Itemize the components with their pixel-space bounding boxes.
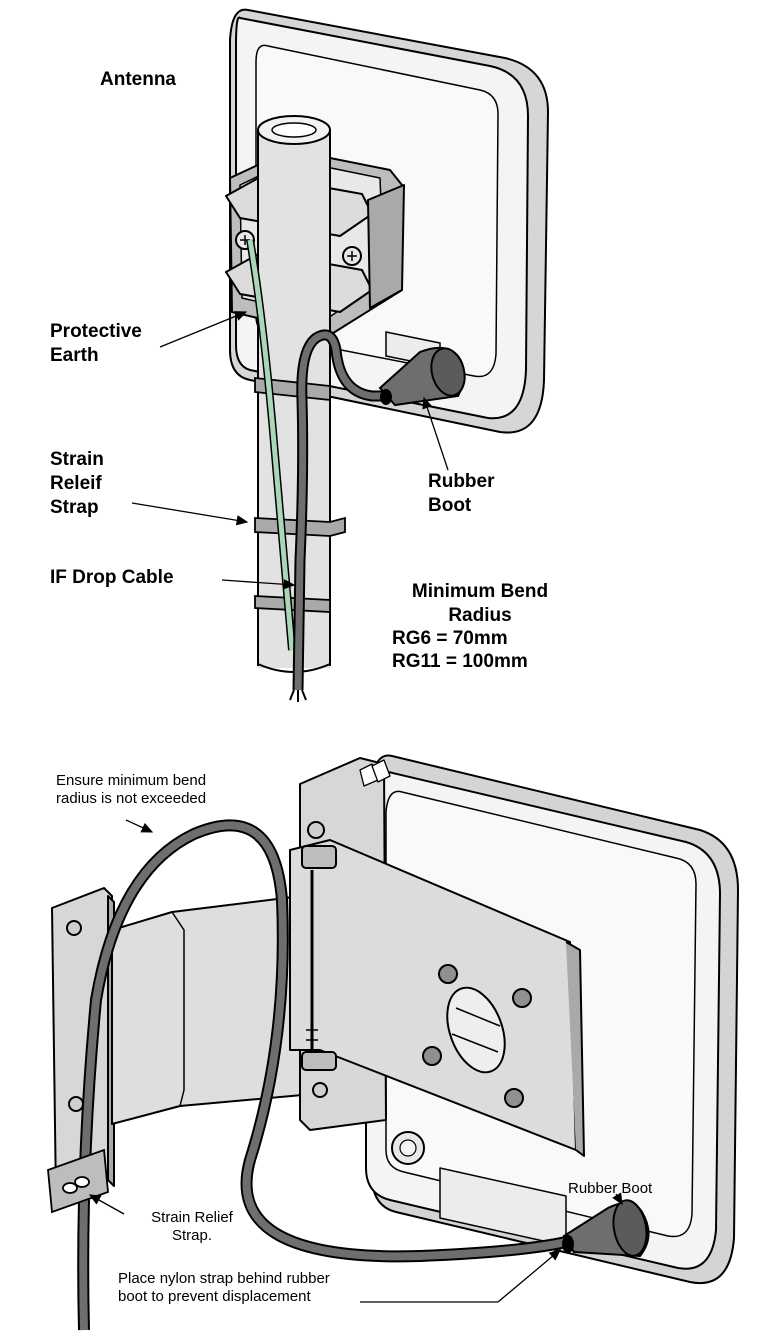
label-rg11: RG11 = 100mm: [392, 650, 528, 674]
label-antenna: Antenna: [100, 68, 176, 92]
label-strain-relief-strap-top: Strain Releif Strap: [50, 448, 104, 520]
label-rg6: RG6 = 70mm: [392, 627, 508, 651]
label-ensure-minimum-bend: Ensure minimum bend radius is not exceed…: [56, 772, 206, 808]
label-protective-earth: Protective Earth: [50, 320, 142, 368]
label-rubber-boot-bottom: Rubber Boot: [568, 1180, 652, 1198]
label-nylon-strap-note: Place nylon strap behind rubber boot to …: [118, 1270, 330, 1306]
label-minimum-bend-radius: Minimum Bend Radius: [400, 580, 560, 628]
label-strain-relief-strap-bottom: Strain Relief Strap.: [122, 1209, 262, 1245]
label-rubber-boot-top: Rubber Boot: [428, 470, 495, 518]
label-if-drop-cable: IF Drop Cable: [50, 566, 174, 590]
